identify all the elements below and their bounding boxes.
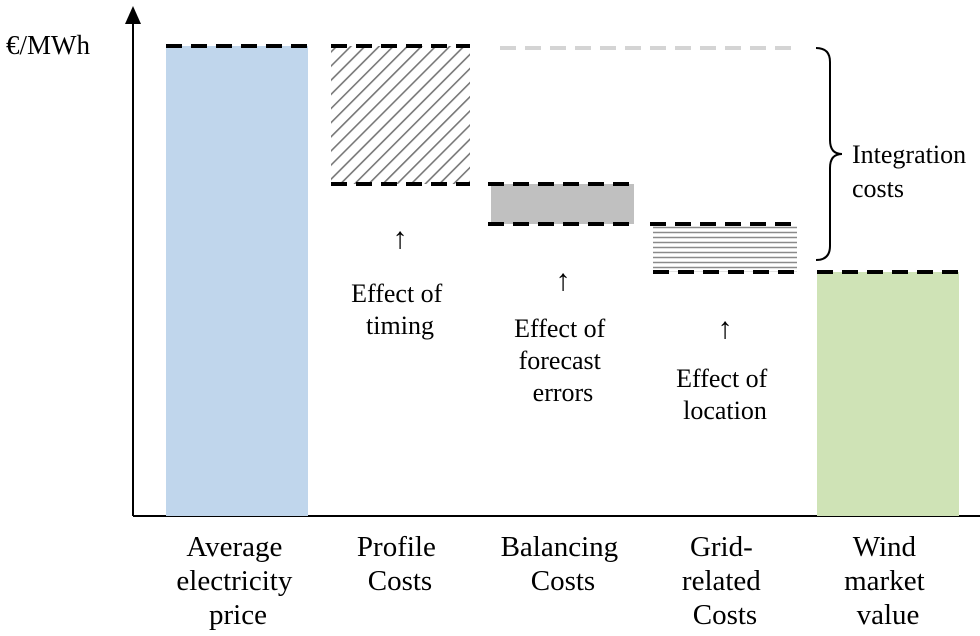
effect-label-line: forecast — [519, 346, 602, 375]
wind-value-bar — [817, 272, 959, 516]
category-label-line: Balancing — [501, 531, 619, 563]
effect-label-line: timing — [366, 311, 434, 340]
effect-arrows: ↑ ↑ ↑ — [393, 222, 733, 345]
unit-label: €/MWh — [6, 30, 90, 60]
balancing-costs-block — [491, 184, 634, 224]
integration-costs-label: Integration costs — [852, 140, 973, 203]
effect-label-timing: Effect of timing — [351, 279, 449, 340]
y-axis-arrowhead — [125, 6, 141, 24]
arrow-up-icon: ↑ — [556, 264, 571, 297]
effect-label-location: Effect of location — [676, 364, 774, 425]
effect-label-line: Effect of — [514, 314, 606, 343]
grid-costs-block — [653, 224, 797, 272]
category-label-balancing-costs: Balancing Costs — [501, 531, 626, 597]
profile-costs-block — [331, 46, 470, 184]
category-label-line: Grid- — [690, 531, 753, 563]
average-price-bar — [166, 46, 308, 516]
effect-label-line: Effect of — [676, 364, 768, 393]
category-label-average-price: Average electricity price — [176, 531, 299, 631]
level-lines — [166, 44, 960, 274]
effect-label-line: Effect of — [351, 279, 443, 308]
category-label-line: market — [844, 565, 925, 597]
category-label-wind-value: Wind market value — [844, 531, 932, 631]
category-label-line: related — [682, 565, 761, 597]
integration-costs-brace — [815, 47, 843, 261]
bars — [166, 46, 959, 516]
category-label-profile-costs: Profile Costs — [357, 531, 443, 597]
category-label-line: Average — [186, 531, 282, 563]
category-label-line: price — [209, 599, 267, 631]
arrow-up-icon: ↑ — [393, 222, 408, 255]
category-label-line: Profile — [357, 531, 436, 563]
category-label-line: Costs — [531, 565, 595, 597]
arrow-up-icon: ↑ — [718, 312, 733, 345]
category-label-line: Costs — [368, 565, 432, 597]
category-label-line: electricity — [176, 565, 292, 597]
effect-label-line: location — [683, 396, 767, 425]
category-label-line: value — [857, 599, 920, 631]
effect-label-forecast-errors: Effect of forecast errors — [514, 314, 612, 407]
category-label-line: Wind — [853, 531, 917, 563]
integration-costs-label-line: costs — [852, 174, 904, 203]
category-label-line: Costs — [693, 599, 757, 631]
integration-costs-label-line: Integration — [852, 140, 966, 169]
category-label-grid-costs: Grid- related Costs — [682, 531, 768, 631]
effect-label-line: errors — [533, 378, 594, 407]
